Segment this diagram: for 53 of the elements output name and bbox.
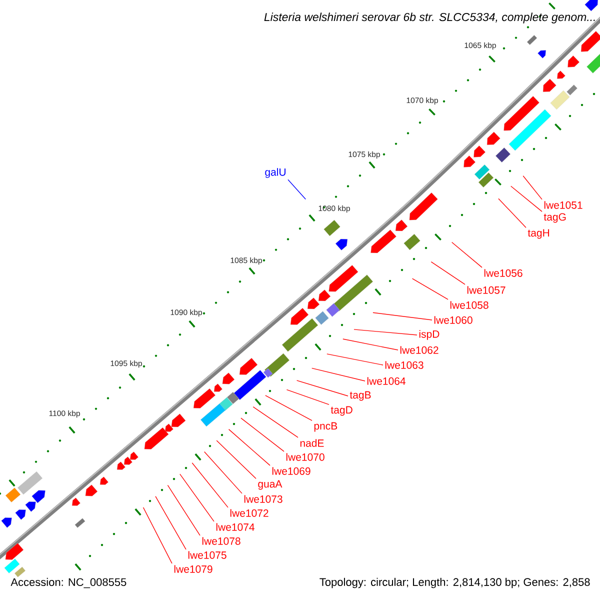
gene-label: nadE bbox=[300, 439, 324, 447]
gene-label: pncB bbox=[314, 422, 338, 432]
leader-line bbox=[354, 329, 418, 336]
gene-label: lwe1073 bbox=[244, 495, 282, 503]
accession-text: Accession: NC_008555 bbox=[10, 578, 126, 588]
gene-label: lwe1064 bbox=[367, 377, 406, 385]
gene-label: lwe1072 bbox=[230, 509, 268, 517]
gene-label: lwe1074 bbox=[216, 523, 254, 531]
gene-label: guaA bbox=[258, 480, 282, 490]
gene-label: lwe1070 bbox=[286, 453, 324, 461]
gene-label: lwe1056 bbox=[484, 269, 522, 277]
gene-label: tagB bbox=[350, 391, 371, 401]
leader-line bbox=[452, 242, 482, 268]
leader-line bbox=[288, 179, 306, 200]
leader-line bbox=[142, 507, 172, 564]
leader-line bbox=[286, 389, 330, 405]
gene-label: lwe1060 bbox=[434, 316, 472, 324]
gene-label: lwe1063 bbox=[385, 361, 424, 369]
gene-label: lwe1062 bbox=[400, 346, 438, 354]
leader-line bbox=[192, 462, 228, 508]
gene-label: lwe1057 bbox=[467, 286, 506, 294]
leader-line bbox=[498, 198, 526, 228]
leader-line bbox=[296, 380, 348, 396]
leader-line bbox=[204, 451, 242, 494]
leader-line bbox=[216, 440, 256, 479]
gene-label: tagD bbox=[330, 406, 352, 416]
gene-label: lwe1069 bbox=[272, 467, 310, 475]
leader-line bbox=[252, 406, 298, 438]
leader-line bbox=[155, 496, 186, 550]
leader-line bbox=[510, 186, 542, 212]
leader-line bbox=[430, 261, 466, 285]
gene-label: ispD bbox=[419, 330, 440, 340]
genome-stats-text: Topology: circular; Length: 2,814,130 bp; Genes: 2,858 bbox=[320, 578, 590, 588]
leader-line bbox=[265, 395, 312, 421]
leader-line bbox=[180, 474, 214, 522]
gene-label: lwe1058 bbox=[450, 301, 488, 309]
leader-line bbox=[326, 354, 384, 366]
gene-label: galU bbox=[265, 168, 286, 178]
gene-label: lwe1078 bbox=[202, 537, 240, 545]
gene-label: tagH bbox=[528, 229, 550, 239]
gene-label: lwe1079 bbox=[174, 565, 212, 573]
leader-line bbox=[240, 418, 284, 452]
leader-line bbox=[228, 428, 270, 466]
gene-label: tagG bbox=[544, 213, 566, 223]
leader-line bbox=[522, 176, 542, 200]
title: Listeria welshimeri serovar 6b str. SLCC5334, complete genom... bbox=[264, 12, 595, 24]
gene-label: lwe1075 bbox=[188, 551, 226, 559]
gene-label: lwe1051 bbox=[544, 201, 582, 209]
leader-line bbox=[342, 338, 398, 350]
leader-line bbox=[312, 368, 366, 382]
leader-line bbox=[412, 278, 448, 300]
leader-line bbox=[167, 484, 200, 536]
leader-line bbox=[372, 312, 432, 320]
